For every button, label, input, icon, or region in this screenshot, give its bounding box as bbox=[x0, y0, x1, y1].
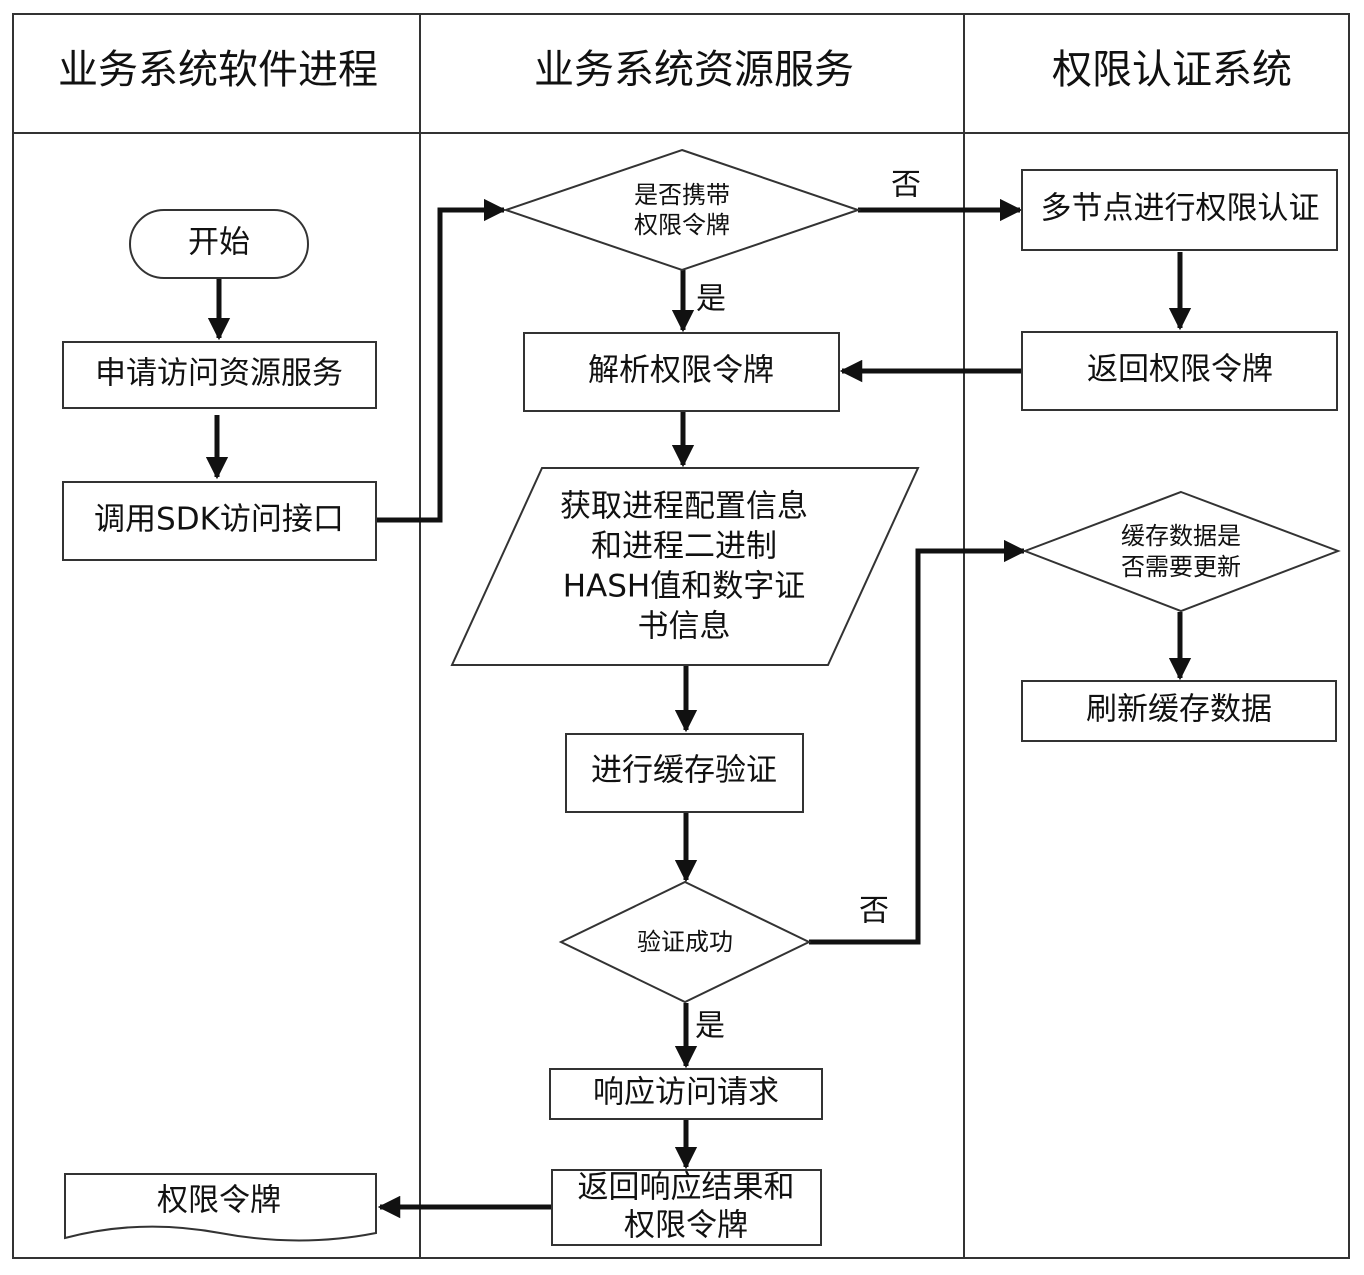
edge-call-carry bbox=[377, 198, 507, 523]
start-terminal bbox=[129, 209, 309, 279]
edge-label-verify-yes: 是 bbox=[695, 1009, 725, 1044]
lane-header-resource: 业务系统资源服务 bbox=[534, 47, 854, 93]
call-sdk-label: 调用SDK访问接口 bbox=[94, 502, 344, 538]
edge-label-carry-no: 否 bbox=[891, 168, 921, 203]
get-info-io bbox=[450, 467, 920, 666]
apply-box bbox=[62, 341, 377, 409]
multi-node-auth-box bbox=[1021, 169, 1338, 251]
return-token-box bbox=[1021, 331, 1338, 411]
return-result-label-line1: 返回响应结果和 bbox=[578, 1170, 795, 1206]
lane-header-process: 业务系统软件进程 bbox=[58, 47, 378, 93]
edge-label-verify-no: 否 bbox=[859, 894, 889, 929]
refresh-cache-label: 刷新缓存数据 bbox=[1086, 692, 1272, 728]
multi-node-auth-label: 多节点进行权限认证 bbox=[1041, 191, 1320, 227]
verify-ok-label: 验证成功 bbox=[637, 928, 733, 956]
get-info-label-line1: 获取进程配置信息 bbox=[560, 489, 808, 525]
return-token-label: 返回权限令牌 bbox=[1087, 352, 1273, 388]
carry-token-decision bbox=[502, 148, 862, 272]
cache-verify-box bbox=[565, 733, 804, 813]
verify-ok-decision bbox=[558, 880, 812, 1004]
carry-token-label-line1: 是否携带 bbox=[634, 181, 730, 209]
parse-token-box bbox=[523, 332, 840, 412]
lane-header-auth: 权限认证系统 bbox=[1052, 47, 1292, 93]
parse-token-label: 解析权限令牌 bbox=[588, 353, 774, 389]
connectors bbox=[205, 198, 1192, 1219]
edge-label-carry-yes: 是 bbox=[696, 282, 726, 317]
edge-verify-cacheupdate bbox=[809, 539, 1027, 945]
return-result-label-line2: 权限令牌 bbox=[624, 1208, 748, 1244]
respond-box bbox=[549, 1068, 823, 1120]
cache-update-label-line2: 否需要更新 bbox=[1121, 553, 1241, 581]
get-info-label-line4: 书信息 bbox=[638, 609, 731, 645]
get-info-label-line3: HASH值和数字证 bbox=[563, 569, 806, 605]
token-document-shape bbox=[64, 1173, 377, 1242]
cache-update-label-line1: 缓存数据是 bbox=[1121, 522, 1241, 550]
get-info-label-line2: 和进程二进制 bbox=[591, 529, 777, 565]
carry-token-label-line2: 权限令牌 bbox=[634, 211, 730, 239]
start-label: 开始 bbox=[188, 225, 250, 261]
lane-frame bbox=[12, 13, 1350, 1259]
respond-label: 响应访问请求 bbox=[593, 1075, 779, 1111]
call-sdk-box bbox=[62, 481, 377, 561]
refresh-cache-box bbox=[1021, 680, 1337, 742]
apply-label: 申请访问资源服务 bbox=[95, 356, 343, 392]
return-result-box bbox=[551, 1169, 822, 1246]
token-document-label: 权限令牌 bbox=[157, 1183, 281, 1219]
cache-update-decision bbox=[1022, 490, 1341, 613]
cache-verify-label: 进行缓存验证 bbox=[591, 753, 777, 789]
